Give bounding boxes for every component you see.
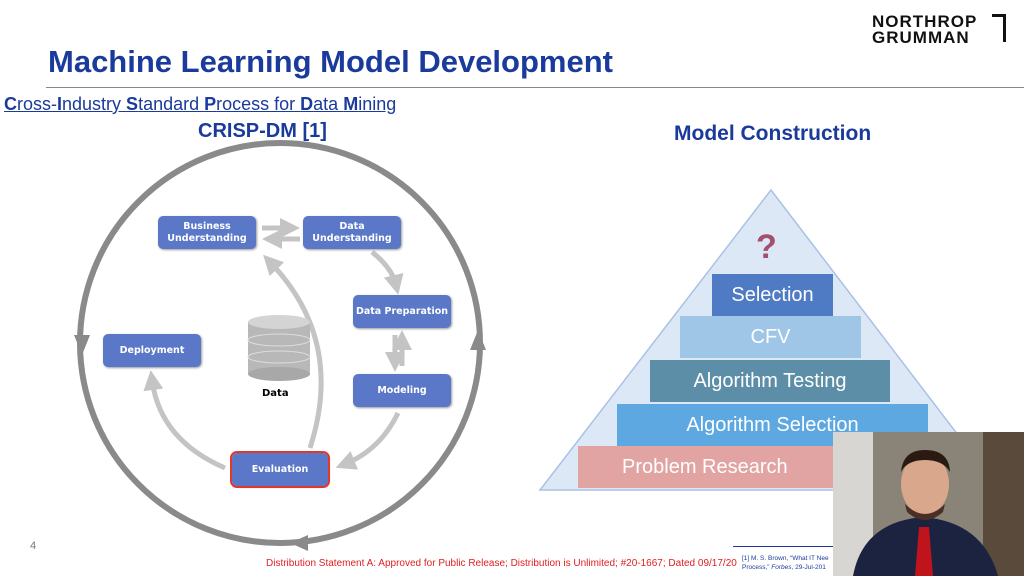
subtitle-initial: S: [126, 94, 139, 114]
subtitle-text: ross-: [17, 94, 57, 114]
data-label: Data: [262, 388, 289, 399]
cycle-arrow-left: [74, 335, 90, 355]
subtitle-text: rocess for: [216, 94, 301, 114]
database-icon: [247, 315, 311, 381]
reference-source: Forbes: [771, 564, 792, 571]
subtitle-text: ndustry: [62, 94, 127, 114]
reference-line2: Process,” Forbes, 29-Jul-201: [742, 563, 829, 572]
title-divider: [46, 87, 1024, 88]
model-construction-title: Model Construction: [674, 122, 872, 145]
subtitle: Cross-Industry Standard Process for Data…: [4, 94, 396, 115]
pyramid-layer-cfv: CFV: [680, 316, 861, 358]
distribution-statement: Distribution Statement A: Approved for P…: [266, 558, 737, 569]
presenter-video-icon: [833, 432, 1024, 576]
reference-divider: [733, 546, 833, 547]
subtitle-text: ining: [358, 94, 397, 114]
subtitle-initial: M: [343, 94, 359, 114]
logo-line1: NORTHROP: [872, 12, 978, 31]
subtitle-initial: P: [204, 94, 217, 114]
subtitle-initial: C: [4, 94, 17, 114]
subtitle-initial: D: [300, 94, 314, 114]
subtitle-initial: I: [57, 94, 63, 114]
reference-date: , 29-Jul-201: [791, 564, 826, 571]
pyramid-layer-selection: Selection: [712, 274, 833, 316]
pyramid-layer-algorithm-testing: Algorithm Testing: [650, 360, 890, 402]
modeling-box: Modeling: [353, 374, 451, 407]
slide-title: Machine Learning Model Development: [48, 44, 613, 79]
reference-text: Process,”: [742, 564, 772, 571]
cycle-arrow-right: [470, 330, 486, 350]
business-understanding-box: Business Understanding: [158, 216, 256, 249]
process-arrows: [143, 218, 412, 471]
subtitle-text: ata: [313, 94, 344, 114]
logo-line2: GRUMMAN: [872, 28, 970, 47]
presenter-webcam: [833, 432, 1024, 576]
data-understanding-box: Data Understanding: [303, 216, 401, 249]
subtitle-text: tandard: [138, 94, 205, 114]
logo-mark: [992, 14, 1006, 42]
evaluation-box: Evaluation: [230, 451, 330, 488]
data-preparation-box: Data Preparation: [353, 295, 451, 328]
crisp-dm-title: CRISP-DM [1]: [198, 120, 327, 142]
cycle-arrow-bottom: [290, 535, 308, 551]
deployment-box: Deployment: [103, 334, 201, 367]
page-number: 4: [30, 540, 37, 552]
question-mark: ?: [756, 228, 777, 266]
reference-citation: [1] M. S. Brown, “What IT Nee Process,” …: [742, 554, 829, 572]
reference-line1: [1] M. S. Brown, “What IT Nee: [742, 555, 829, 562]
